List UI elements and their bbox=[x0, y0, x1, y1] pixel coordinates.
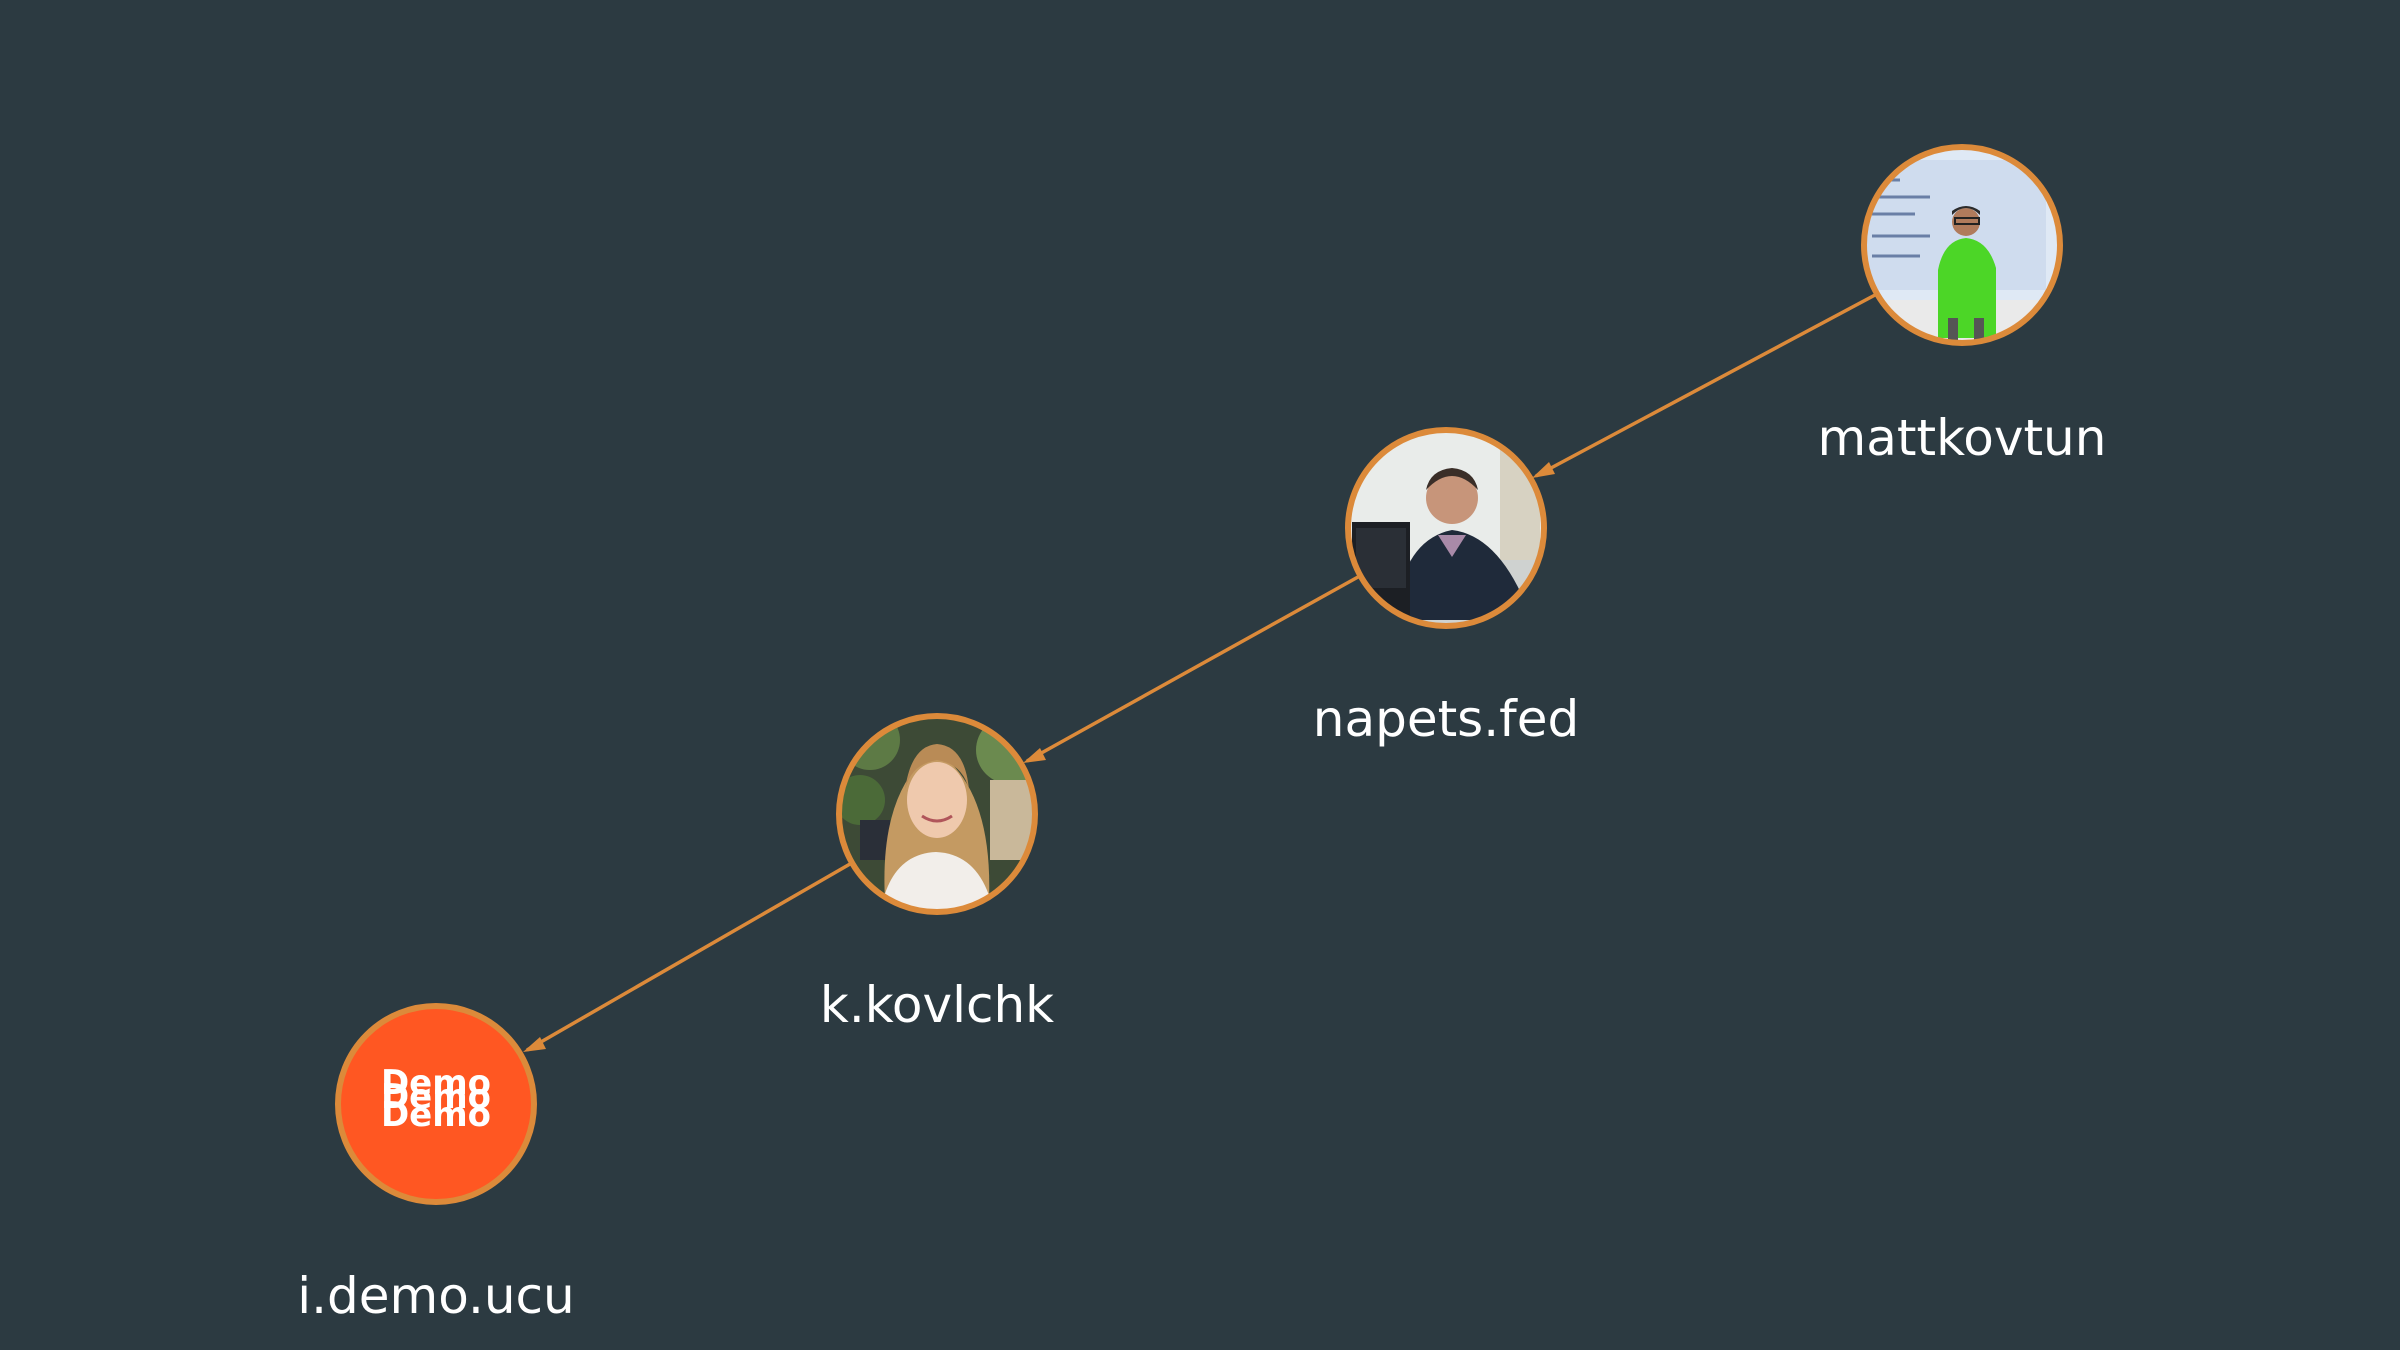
node-mattkovtun[interactable]: mattkovtun bbox=[1818, 144, 2107, 467]
node-i-demo-ucu[interactable]: Demo Demo Demo i.demo.ucu bbox=[297, 1003, 575, 1325]
node-label: k.kovlchk bbox=[820, 976, 1054, 1034]
edge-mattkovtun-to-napets-fed bbox=[1535, 293, 1876, 478]
demo-logo-wordmark: Demo Demo Demo bbox=[381, 1063, 491, 1135]
arrowhead-icon bbox=[1023, 748, 1046, 763]
logo-text-line-3: Demo bbox=[381, 1095, 491, 1135]
logo-text-line-2: Demo bbox=[381, 1077, 491, 1117]
node-label: i.demo.ucu bbox=[297, 1267, 574, 1325]
arrowhead-icon bbox=[1532, 462, 1555, 478]
logo-text-line-1: Demo bbox=[381, 1063, 491, 1103]
node-label: mattkovtun bbox=[1818, 409, 2107, 467]
edge-k-kovlchk-to-i-demo-ucu bbox=[526, 862, 851, 1052]
node-label: napets.fed bbox=[1313, 690, 1579, 748]
edges bbox=[523, 293, 1876, 1052]
node-k-kovlchk[interactable]: k.kovlchk bbox=[820, 710, 1054, 1034]
edge-napets-fed-to-k-kovlchk bbox=[1026, 575, 1359, 763]
arrowhead-icon bbox=[523, 1037, 546, 1052]
node-napets-fed[interactable]: napets.fed bbox=[1313, 427, 1579, 748]
demo-logo-icon bbox=[339, 1007, 533, 1201]
